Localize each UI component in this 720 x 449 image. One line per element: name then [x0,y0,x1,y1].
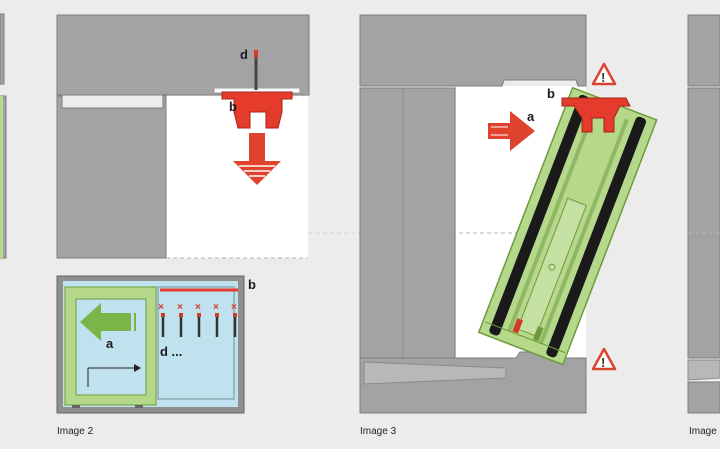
tilted-window-frame [477,86,658,366]
panel-left-cropped [0,13,7,259]
cross-mark-icon: × [231,302,237,313]
cross-mark-icon: × [158,302,164,313]
svg-text:×: × [177,302,183,313]
screw-icon [254,50,258,90]
caption-image-cropped: Image [689,426,717,437]
panel-image-3: ! ! a b Image 3 [309,14,658,437]
lintel-wall [359,14,587,87]
left-jamb-wall [56,95,167,259]
left-jamb-wall [359,87,456,359]
arrow-left-icon [80,303,136,341]
svg-text:×: × [158,302,164,313]
lintel-wall [56,14,310,96]
cross-mark-icon: × [177,302,183,313]
inset-sliding-window: a × × × × × [56,275,245,414]
inset-label-b: b [248,277,256,292]
inset-label-a: a [106,336,114,351]
cross-mark-icon: × [213,302,219,313]
label-d: d [240,47,248,62]
svg-text:×: × [231,302,237,313]
panel-image-2: d b a [56,14,310,437]
warning-triangle-icon: ! [591,62,617,86]
svg-text:×: × [213,302,219,313]
label-a: a [527,109,535,124]
window-opening [163,96,308,258]
caption-image-2: Image 2 [57,426,94,437]
warning-triangle-icon: ! [591,347,617,371]
svg-text:!: ! [601,70,605,85]
arrow-right-icon [87,364,141,387]
inset-label-d: d ... [160,344,182,359]
caption-image-3: Image 3 [360,426,397,437]
panel-right-cropped: Image [687,14,720,437]
label-b: b [547,86,555,101]
label-b: b [229,99,237,114]
svg-text:×: × [195,302,201,313]
rail-profile [561,97,631,133]
arrow-right-icon [488,111,535,151]
svg-text:!: ! [601,355,605,370]
screw-row: × × × × × [158,302,237,337]
rail-profile [221,91,293,129]
cross-mark-icon: × [195,302,201,313]
arrow-down-icon [233,133,281,185]
